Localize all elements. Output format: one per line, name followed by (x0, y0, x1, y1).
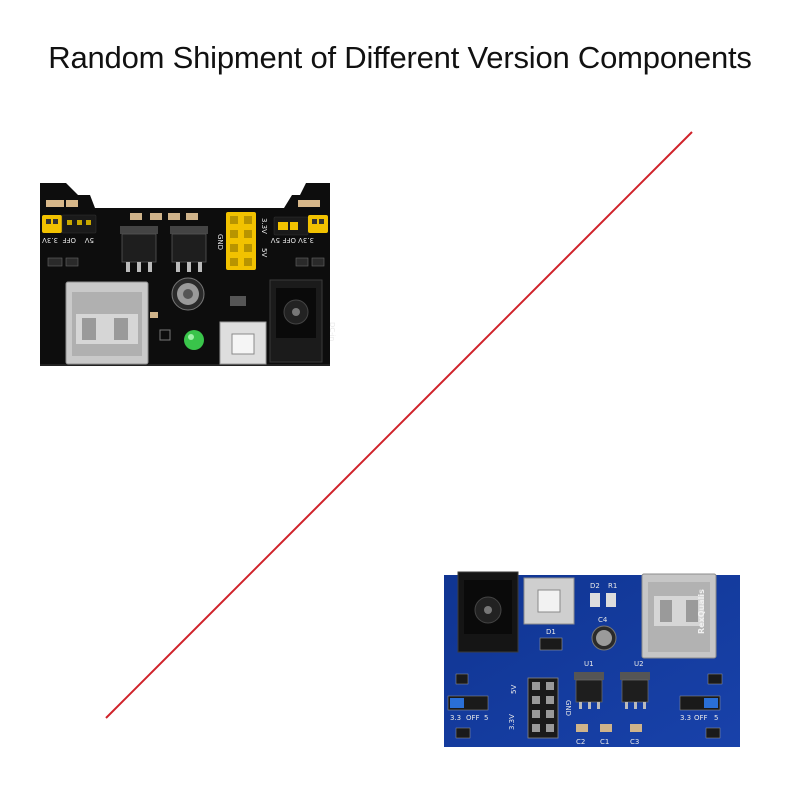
usb-port (65, 281, 158, 365)
right-jumper-off-label: OFF (282, 236, 296, 244)
right-jumper-5v-label: 5V (271, 236, 280, 244)
c4-label: C4 (598, 616, 608, 624)
left-jumper-blue (447, 673, 489, 739)
usb-port-blue (641, 573, 717, 659)
d2-label: D2 (590, 582, 600, 590)
header-gnd-label: GND (216, 234, 224, 250)
regulator-2 (170, 226, 208, 272)
capacitor (171, 277, 205, 311)
blue-power-module: D2 R1 RexQualis C4 D1 U1 (444, 571, 740, 747)
header-5v-label: 5V (260, 248, 268, 257)
left-jumper-block (42, 200, 97, 234)
regulator-u1 (574, 672, 604, 709)
blue-header-33v-label: 3.3V (508, 714, 516, 730)
left-jumper-off-label: OFF (62, 236, 76, 244)
brand-label: RexQualis (697, 589, 706, 634)
c2-label: C2 (576, 738, 585, 746)
r1-label: R1 (608, 582, 617, 590)
u2-label: U2 (634, 660, 644, 668)
blue-header-5v-label: 5V (510, 685, 518, 694)
blue-left-5-label: 5 (484, 714, 488, 722)
blue-right-5-label: 5 (714, 714, 718, 722)
header-33v-label: 3.3V (260, 218, 268, 234)
right-jumper-blue (679, 673, 723, 739)
d1-label: D1 (546, 628, 556, 636)
u1-label: U1 (584, 660, 594, 668)
regulator-u2 (620, 672, 650, 709)
center-pin-header-blue (527, 677, 559, 739)
led-green (184, 330, 204, 350)
capacitor-c4 (591, 625, 617, 651)
left-jumper-5v-label: 5V (85, 236, 94, 244)
blue-right-off-label: OFF (694, 714, 708, 722)
dc-in-label: DC-in (328, 322, 336, 341)
center-pin-header (226, 212, 256, 270)
right-jumper-block (273, 200, 328, 236)
right-jumper-33v-label: 3.3V (298, 236, 314, 244)
c1-label: C1 (600, 738, 609, 746)
black-power-module: 3.3V OFF 5V (40, 183, 336, 366)
blue-left-33-label: 3.3 (450, 714, 461, 722)
regulator-1 (120, 226, 158, 272)
blue-right-33-label: 3.3 (680, 714, 691, 722)
power-switch-blue (523, 577, 575, 625)
power-switch (219, 296, 267, 365)
dc-jack-blue (457, 571, 519, 653)
page-title: Random Shipment of Different Version Com… (48, 40, 752, 75)
blue-header-gnd-label: GND (564, 700, 572, 716)
blue-left-off-label: OFF (466, 714, 480, 722)
divider-line (105, 131, 693, 719)
dc-jack (269, 279, 323, 363)
c3-label: C3 (630, 738, 639, 746)
left-jumper-33v-label: 3.3V (42, 236, 58, 244)
